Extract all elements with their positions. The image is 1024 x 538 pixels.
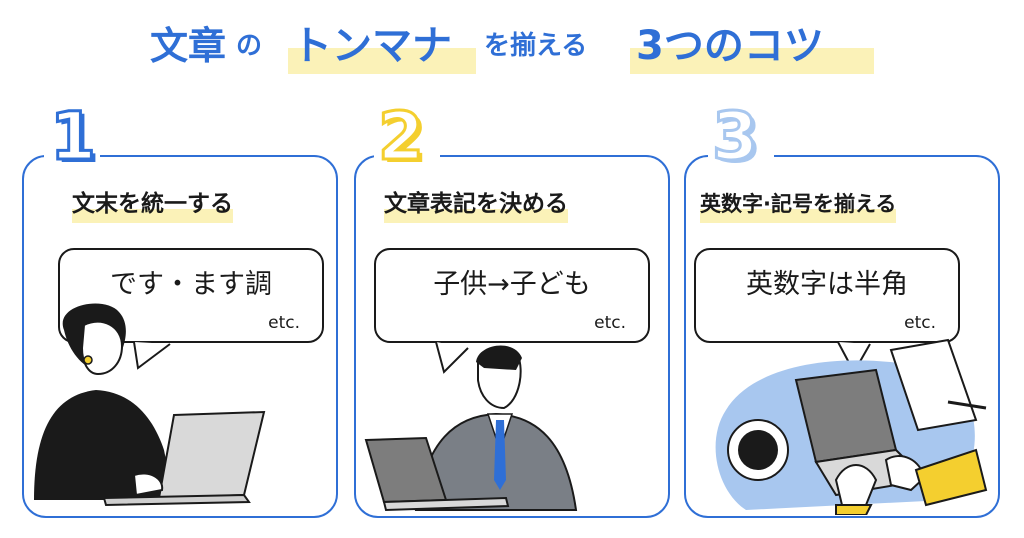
speech-bubble: 子供→子ども etc. xyxy=(374,248,650,343)
card-heading: 文末を統一する xyxy=(72,183,233,225)
title-part: の xyxy=(236,31,263,61)
hands-typing-laptop-icon xyxy=(715,338,988,515)
card-number: 2 xyxy=(377,98,426,175)
bubble-etc: etc. xyxy=(594,313,626,333)
title-part: を揃える xyxy=(484,31,588,61)
bubble-etc: etc. xyxy=(268,313,300,333)
title-part: トンマナ xyxy=(292,23,452,69)
card-number: 1 xyxy=(49,98,98,175)
card-heading: 英数字·記号を揃える xyxy=(700,183,897,225)
bubble-etc: etc. xyxy=(904,313,936,333)
bubble-text: 子供→子ども xyxy=(433,269,591,300)
businessman-with-laptop-icon xyxy=(364,341,578,512)
page-title: 文章 の トンマナ を揃える 3つのコツ xyxy=(0,14,1024,78)
title-highlight xyxy=(288,48,476,74)
bubble-text: 英数字は半角 xyxy=(746,269,908,300)
title-part: 3つのコツ xyxy=(636,23,824,69)
speech-bubble: 英数字は半角 etc. xyxy=(694,248,960,343)
woman-with-laptop-icon xyxy=(34,303,266,507)
title-part: 文章 xyxy=(150,24,227,68)
bubble-text: です・ます調 xyxy=(110,269,272,300)
card-heading: 文章表記を決める xyxy=(384,183,568,225)
title-highlight xyxy=(630,48,874,74)
card-number: 3 xyxy=(711,98,760,175)
